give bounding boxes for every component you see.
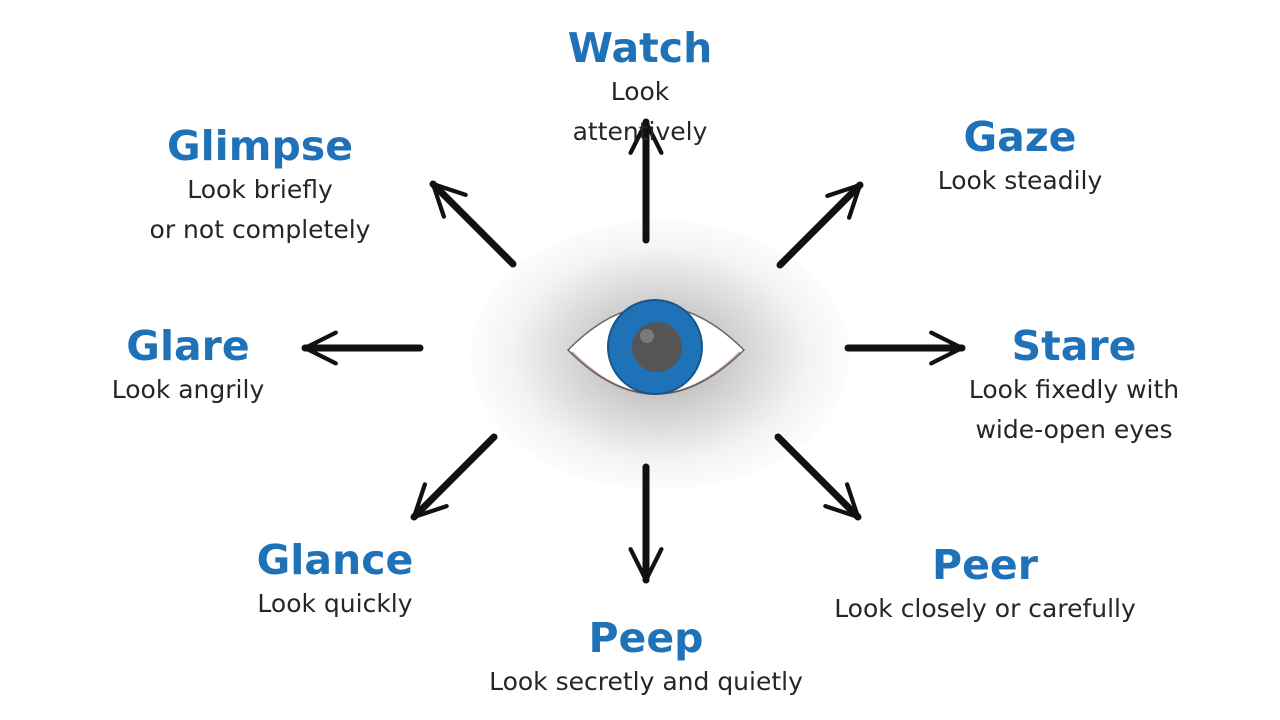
term-word: Glimpse [166,122,354,170]
term-watch: Watch Look attentively [540,24,740,152]
term-definition: Look angrily [111,375,265,404]
arrow-up-right-gaze [776,181,864,269]
term-stare: Stare Look fixedly with wide-open eyes [956,322,1192,450]
eye-highlight [640,329,654,343]
arrow-down-left-glance [410,433,498,521]
term-word: Stare [1011,322,1137,370]
term-glance: Glance Look quickly [240,536,430,624]
term-word: Peer [932,541,1038,589]
term-definition: Look steadily [937,166,1103,195]
eye-pupil [632,322,682,372]
term-definition: Look secretly and quietly [489,667,803,696]
term-word: Peep [588,614,704,662]
term-word: Gaze [963,113,1077,161]
term-definition: Look fixedly with wide-open eyes [968,375,1180,444]
term-peep: Peep Look secretly and quietly [476,614,816,702]
term-definition: Look closely or carefully [834,594,1136,623]
arrow-up-left-glimpse [429,180,517,268]
term-definition: Look attentively [572,77,708,146]
term-peer: Peer Look closely or carefully [820,541,1150,629]
term-definition: Look briefly or not completely [149,175,371,244]
eye-icon [566,299,746,395]
term-gaze: Gaze Look steadily [920,113,1120,201]
term-definition: Look quickly [257,589,413,618]
term-glare: Glare Look angrily [98,322,278,410]
term-word: Glance [256,536,414,584]
term-word: Glare [126,322,250,370]
arrow-down-right-peer [774,433,862,521]
term-glimpse: Glimpse Look briefly or not completely [140,122,380,250]
term-word: Watch [567,24,713,72]
